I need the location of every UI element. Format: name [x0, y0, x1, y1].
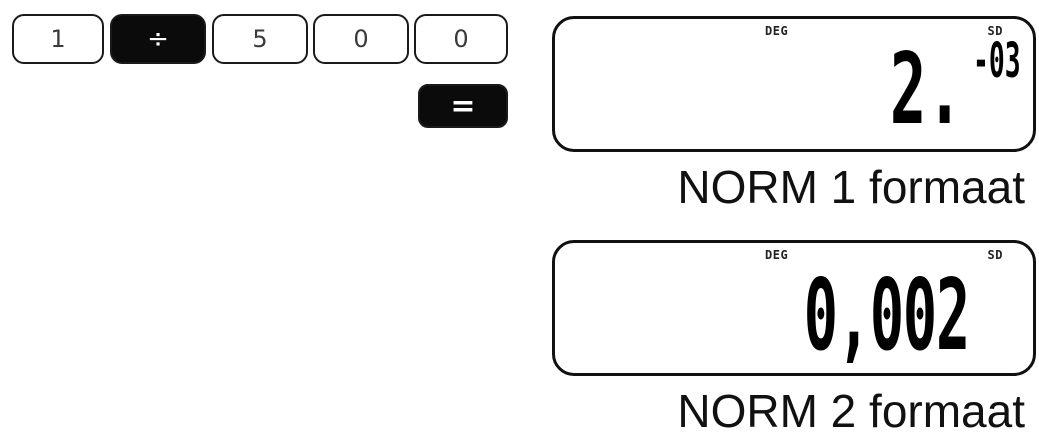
lcd-display-norm2: DEG SD 0,002 [552, 240, 1036, 376]
norm1-caption: NORM 1 formaat [677, 161, 1025, 213]
lcd-display-norm1: DEG SD 2. -03 [552, 16, 1036, 152]
mantissa-readout: 2. [889, 33, 963, 147]
norm2-caption: NORM 2 formaat [677, 385, 1025, 437]
sd-indicator: SD [987, 24, 1003, 38]
key-divide-button[interactable]: ÷ [110, 14, 206, 64]
key-5-button[interactable]: 5 [212, 14, 308, 64]
deg-indicator: DEG [765, 24, 789, 38]
sd-indicator: SD [987, 248, 1003, 262]
value-readout: 0,002 [803, 259, 970, 373]
key-1-button[interactable]: 1 [12, 14, 104, 64]
key-0-second-button[interactable]: 0 [414, 14, 508, 64]
exponent-readout: -03 [973, 33, 1021, 89]
deg-indicator: DEG [765, 248, 789, 262]
key-equals-button[interactable]: = [418, 84, 508, 128]
key-0-button[interactable]: 0 [313, 14, 409, 64]
